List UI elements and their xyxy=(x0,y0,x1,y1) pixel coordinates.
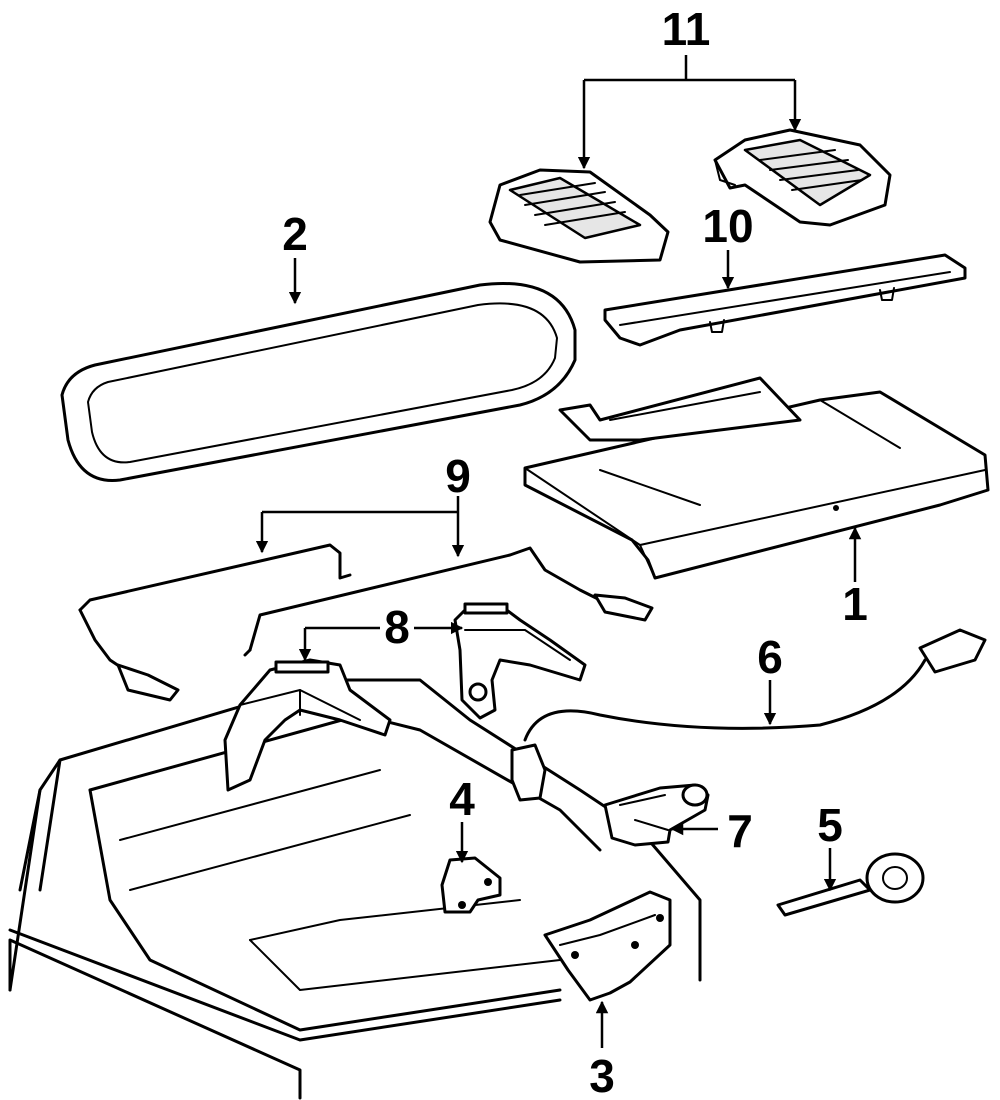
rear-spoiler xyxy=(603,253,967,347)
callout-5: 5 xyxy=(817,799,843,851)
callout-1: 1 xyxy=(842,578,868,630)
hinge-right xyxy=(453,602,587,720)
torsion-rod-left xyxy=(78,543,352,702)
vehicle-body xyxy=(8,678,702,1100)
release-cable xyxy=(510,628,987,802)
callout-9: 9 xyxy=(445,450,471,502)
leader-lines xyxy=(255,55,862,1048)
trunk-lid xyxy=(523,376,990,580)
hinge-left xyxy=(223,658,392,792)
callout-10: 10 xyxy=(702,200,753,252)
key-and-cylinder xyxy=(776,852,925,917)
torsion-rod-right xyxy=(243,546,654,657)
latch-plate xyxy=(543,890,672,1002)
callout-8: 8 xyxy=(384,601,410,653)
callout-11: 11 xyxy=(662,3,711,55)
callout-4: 4 xyxy=(449,773,475,825)
callout-2: 2 xyxy=(282,208,308,260)
lock-cylinder xyxy=(603,783,710,847)
callout-3: 3 xyxy=(589,1050,615,1100)
lamp-housing-left xyxy=(488,168,670,264)
lamp-housing-right xyxy=(713,128,892,227)
weatherstrip-seal xyxy=(60,281,577,482)
callout-7: 7 xyxy=(727,805,753,857)
callout-6: 6 xyxy=(757,631,783,683)
latch-striker xyxy=(440,856,502,914)
callout-labels: 11 10 2 9 8 1 6 7 4 5 3 xyxy=(282,3,868,1100)
